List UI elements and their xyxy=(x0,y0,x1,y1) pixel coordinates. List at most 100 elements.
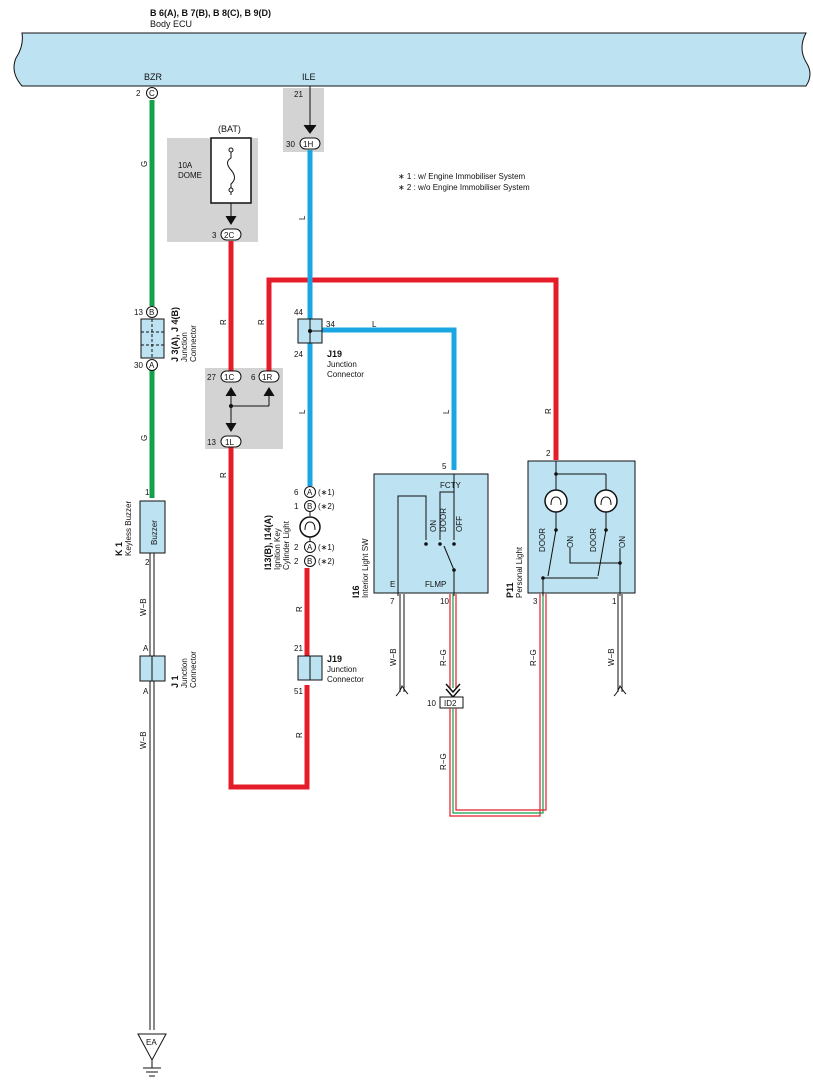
connector-a-letter: A xyxy=(149,361,155,370)
i13-name: Ignition Key xyxy=(273,528,282,570)
wire-label-r5: R xyxy=(295,732,304,738)
j19a-name2: Connector xyxy=(327,370,364,379)
i13-pin-2a: 2 xyxy=(294,543,299,552)
p11-door-1: DOOR xyxy=(538,528,547,552)
p11-pin-1: 1 xyxy=(612,597,617,606)
connector-2c xyxy=(220,228,242,241)
p11-on-1: ON xyxy=(566,536,575,548)
bulb-icon-2 xyxy=(594,489,618,513)
ground-triangle xyxy=(137,1033,167,1062)
connector-b xyxy=(146,306,158,318)
i16-pin-5: 5 xyxy=(442,462,447,471)
j19a-code: J19 xyxy=(327,349,342,359)
i13-conn-b1 xyxy=(304,500,316,512)
wire-rg-i16 xyxy=(449,594,457,688)
p11-name: Personal Light xyxy=(515,546,524,598)
wire-red-bottom-loop xyxy=(228,447,310,790)
k1-pin-1: 1 xyxy=(145,488,150,497)
wire-label-rg2: R−G xyxy=(439,753,448,770)
k1-pin-2: 2 xyxy=(145,558,150,567)
i13-note-2a: (∗2) xyxy=(318,502,335,511)
wire-label-l4: L xyxy=(442,409,451,414)
wire-label-wb1: W−B xyxy=(139,598,148,616)
connector-1l xyxy=(220,435,242,448)
connector-1c xyxy=(220,370,242,383)
connector-1h xyxy=(299,137,321,150)
wire-label-rg1: R−G xyxy=(439,649,448,666)
term-ile: ILE xyxy=(302,72,316,82)
i16-e: E xyxy=(390,580,395,589)
i13-code: I13(B), I14(A) xyxy=(263,515,273,570)
j19a-name: Junction xyxy=(327,360,357,369)
j19a-pin-44: 44 xyxy=(294,308,303,317)
wire-label-wb2: W−B xyxy=(139,731,148,749)
p11-pin-3: 3 xyxy=(533,597,538,606)
k1-buzzer-box xyxy=(139,500,166,554)
wire-blue-branch xyxy=(310,327,457,470)
j3-code: J 3(A), J 4(B) xyxy=(170,307,180,362)
i16-door: DOOR xyxy=(439,508,448,532)
j19b-name: Junction xyxy=(327,665,357,674)
p11-switch-2 xyxy=(597,529,607,577)
j1-name: Junction xyxy=(180,658,189,688)
connector-b-letter: B xyxy=(149,308,154,317)
ecu-codes: B 6(A), B 7(B), B 8(C), B 9(D) xyxy=(150,8,271,18)
pin-21: 21 xyxy=(294,90,303,99)
connector-1h-label: 1H xyxy=(303,140,313,149)
i16-code: I16 xyxy=(351,585,361,598)
wire-label-r1: R xyxy=(219,319,228,325)
i13-note-1b: (∗1) xyxy=(318,543,335,552)
i13-note-1a: (∗1) xyxy=(318,488,335,497)
wire-label-rg3: R−G xyxy=(529,649,538,666)
p11-code: P11 xyxy=(505,582,515,598)
i16-pin-10: 10 xyxy=(440,597,449,606)
pin-13b: 13 xyxy=(134,308,143,317)
k1-name: Keyless Buzzer xyxy=(124,501,133,556)
pin-30a: 30 xyxy=(134,361,143,370)
p11-door-2: DOOR xyxy=(589,528,598,552)
j1-name2: Connector xyxy=(189,651,198,688)
pin-27: 27 xyxy=(207,373,216,382)
wire-rg-bottom xyxy=(449,594,547,817)
wire-label-r4: R xyxy=(295,606,304,612)
i13-pin-6: 6 xyxy=(294,488,299,497)
note-2: ∗ 2 : w/o Engine Immobiliser System xyxy=(398,183,530,192)
note-1: ∗ 1 : w/ Engine Immobiliser System xyxy=(398,172,526,181)
fuse-source: (BAT) xyxy=(218,124,241,134)
ecu-name: Body ECU xyxy=(150,19,192,29)
j3-name2: Connector xyxy=(189,325,198,362)
p11-switch-1 xyxy=(547,529,557,577)
j3-name: Junction xyxy=(180,332,189,362)
connector-id2 xyxy=(439,696,464,709)
connector-1r xyxy=(258,370,280,383)
bulb-icon-1 xyxy=(544,489,568,513)
i13-conn-a2 xyxy=(304,541,316,553)
i16-fcty: FCTY xyxy=(440,481,462,490)
i16-switch-lever xyxy=(443,545,455,571)
j19b-pin-21: 21 xyxy=(294,644,303,653)
i13-conn-b2 xyxy=(304,555,316,567)
connector-1c-label: 1C xyxy=(224,373,234,382)
wire-label-g1: G xyxy=(140,161,149,167)
p11-box xyxy=(527,460,636,594)
wire-label-wb3: W−B xyxy=(389,648,398,666)
j1-pin-bot: A xyxy=(143,687,149,696)
pin-10-id2: 10 xyxy=(427,699,436,708)
i16-box xyxy=(373,473,489,594)
wire-red-top-loop xyxy=(266,277,559,460)
connector-c-letter: C xyxy=(149,89,155,98)
pin-3: 3 xyxy=(212,231,217,240)
i16-name: Interior Light SW xyxy=(361,538,370,598)
j19a-pin-34: 34 xyxy=(326,320,335,329)
j19b-name2: Connector xyxy=(327,675,364,684)
k1-inner: Buzzer xyxy=(150,520,159,545)
fuse-rating: 10A xyxy=(178,161,193,170)
wire-label-wb4: W−B xyxy=(607,648,616,666)
connector-1l-label: 1L xyxy=(225,438,234,447)
i13-note-2b: (∗2) xyxy=(318,557,335,566)
p11-on-2: ON xyxy=(618,536,627,548)
k1-code: K 1 xyxy=(114,542,124,556)
wire-label-l2: L xyxy=(372,320,377,329)
connector-2c-label: 2C xyxy=(224,231,234,240)
